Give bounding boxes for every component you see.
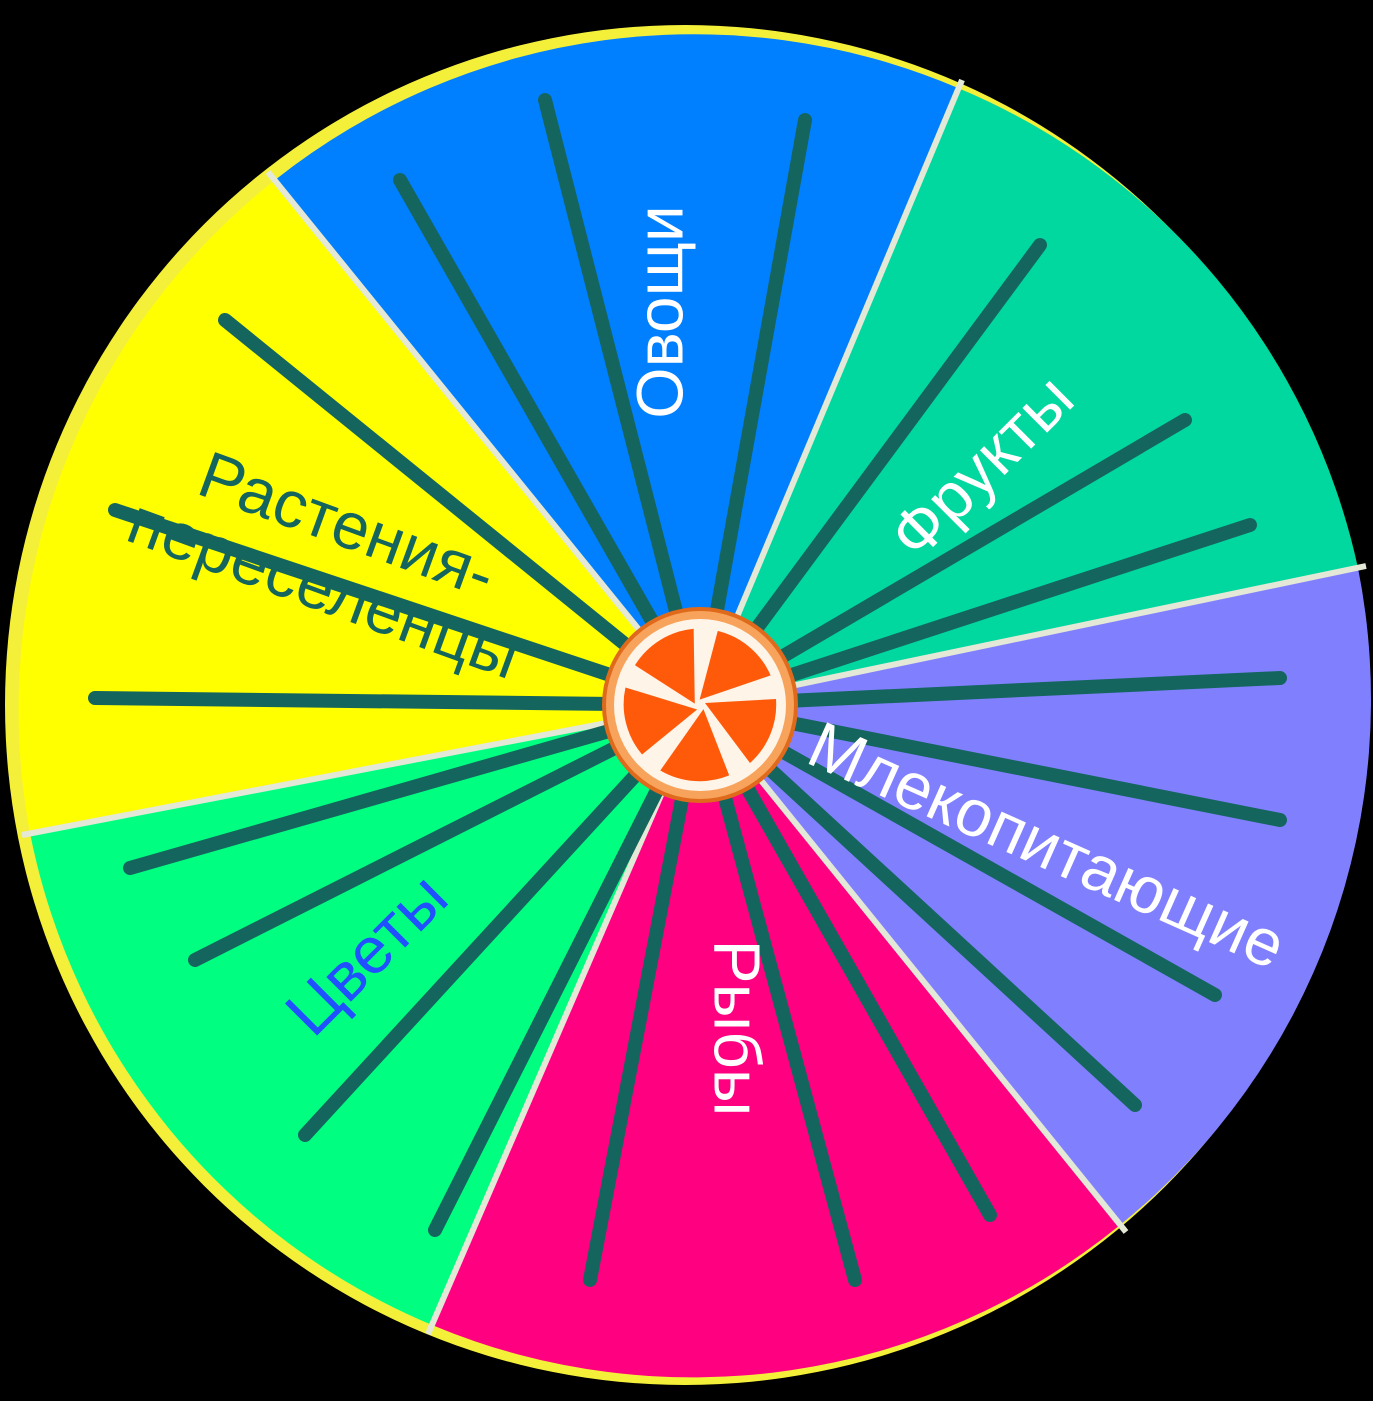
sector-dividers: [21, 78, 1367, 1336]
arrow: [218, 313, 707, 712]
arrow: [693, 698, 862, 1287]
divider-line: [265, 170, 703, 707]
arrow: [693, 698, 1142, 1112]
orange-segment: [705, 699, 777, 763]
arrow: [538, 93, 707, 712]
arrow: [428, 698, 707, 1237]
sector-label-vegetables: Овощи: [622, 205, 696, 419]
orange-segment: [660, 709, 730, 782]
divider-line: [697, 78, 965, 707]
arrow: [123, 698, 707, 875]
divider-line: [697, 703, 1129, 1234]
arrow: [693, 113, 812, 712]
divider-line: [21, 702, 701, 838]
orange-segment: [699, 630, 771, 700]
sector-label-fish: Рыбы: [701, 940, 775, 1117]
arrow: [108, 503, 707, 712]
orange-segment: [623, 687, 698, 755]
sector-flowers[interactable]: [30, 705, 700, 1325]
divider-line: [699, 563, 1367, 708]
arrow: [393, 173, 707, 712]
sector-plants[interactable]: [18, 180, 701, 833]
arrow-group: [88, 93, 1287, 1287]
orange-segments: [623, 628, 777, 782]
orange-segment: [634, 628, 695, 704]
arrow: [88, 691, 707, 712]
orange-slice-icon: [602, 607, 798, 803]
arrow: [693, 698, 1222, 1002]
arrow: [693, 698, 1287, 827]
